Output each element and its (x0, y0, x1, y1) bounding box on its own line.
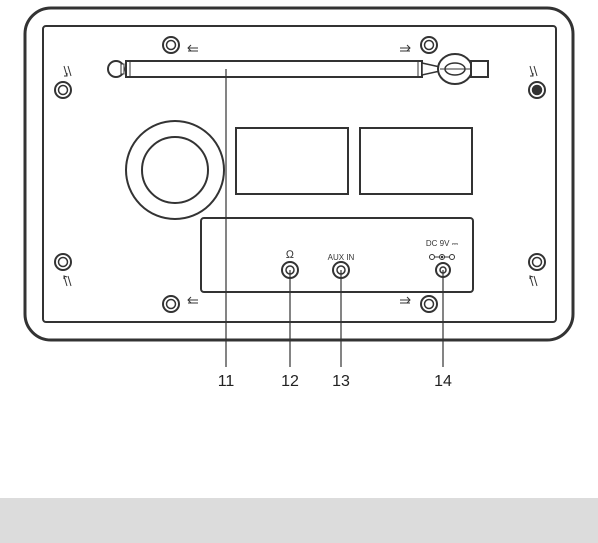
arrow-down-icon (64, 66, 71, 76)
label-recess-right (360, 128, 472, 194)
arrow-left-icon (188, 45, 198, 51)
screw-icon (529, 254, 545, 270)
arrow-down-icon (530, 66, 537, 76)
speaker-grille (126, 121, 224, 219)
arrow-up-icon (530, 276, 537, 286)
outer-housing (25, 8, 573, 340)
screw-icon (421, 37, 437, 53)
polarity-icon (430, 255, 455, 260)
aux-in-label: AUX IN (328, 253, 355, 262)
callout-14: 14 (434, 373, 452, 390)
screw-icon (55, 82, 71, 98)
callout-12: 12 (281, 373, 299, 390)
callout-11: 11 (218, 373, 235, 390)
dc-in-label: DC 9V ⎓ (426, 239, 459, 248)
arrow-up-icon (64, 276, 71, 286)
arrow-right-icon (400, 297, 410, 303)
label-recess-left (236, 128, 348, 194)
screw-icon (163, 37, 179, 53)
screw-icon (529, 82, 545, 98)
arrow-right-icon (400, 45, 410, 51)
callout-13: 13 (332, 373, 350, 390)
headphone-icon: Ω (286, 249, 295, 261)
telescopic-antenna (108, 54, 488, 84)
arrow-left-icon (188, 297, 198, 303)
direction-arrows (64, 45, 537, 303)
footer-band (0, 498, 598, 543)
screw-icon (421, 296, 437, 312)
screw-icon (55, 254, 71, 270)
screw-icon (163, 296, 179, 312)
radio-rear-view-diagram: Ω AUX IN DC 9V ⎓ 11 12 13 14 (0, 0, 598, 498)
